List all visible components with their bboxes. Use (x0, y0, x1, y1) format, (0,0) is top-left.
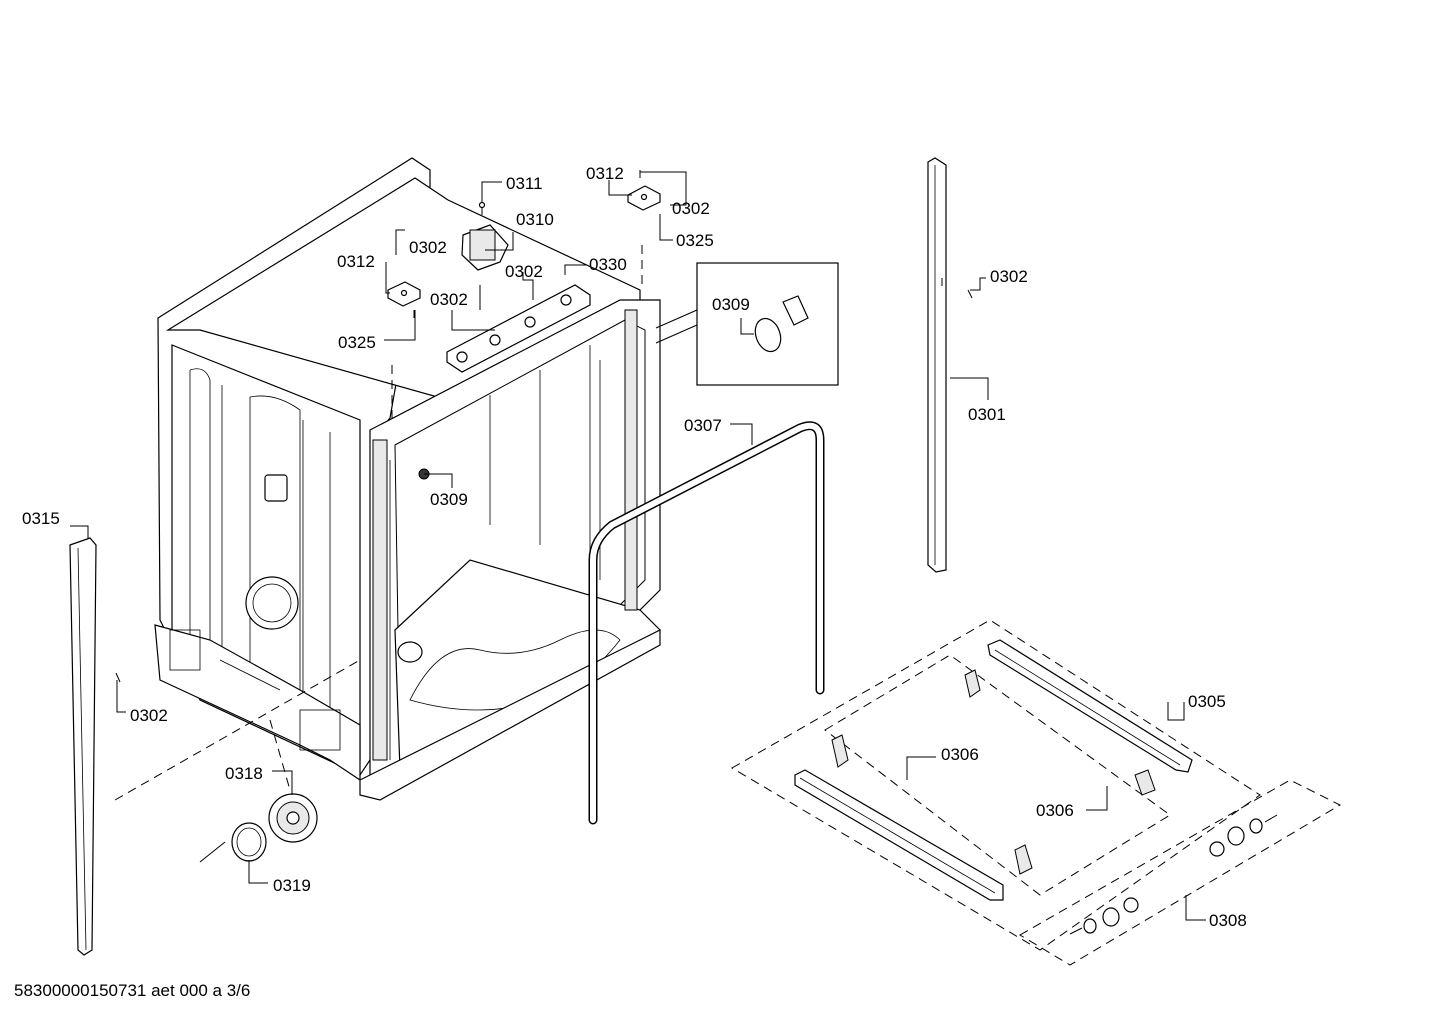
label-0306-a: 0306 (941, 745, 979, 764)
dishwasher-tub (154, 157, 661, 801)
label-0315: 0315 (22, 509, 60, 528)
mounting-rail-0330 (446, 284, 591, 373)
bracket-0312-top (627, 170, 661, 222)
side-strip-0301 (927, 157, 973, 573)
label-0325-left: 0325 (338, 333, 376, 352)
label-0307: 0307 (684, 416, 722, 435)
label-0308: 0308 (1209, 911, 1247, 930)
side-strip-0315 (69, 537, 121, 956)
label-0302-lowleft: 0302 (130, 706, 168, 725)
label-0301: 0301 (968, 405, 1006, 424)
label-0309-tub: 0309 (430, 490, 468, 509)
detail-box-0309 (655, 262, 839, 386)
hinge-bracket-0310 (461, 198, 509, 271)
label-0302-bracket2: 0302 (505, 262, 543, 281)
callout-labels: 0311 0310 0312 0302 0325 0312 0302 0325 … (22, 164, 1247, 930)
label-0312-top: 0312 (586, 164, 624, 183)
label-0305: 0305 (1188, 692, 1226, 711)
label-0312-left: 0312 (337, 252, 375, 271)
label-0302-left: 0302 (409, 238, 447, 257)
label-0318: 0318 (225, 764, 263, 783)
label-0319: 0319 (273, 876, 311, 895)
bracket-0312-left (387, 245, 421, 318)
seal-ring-0319 (231, 822, 267, 862)
label-0311: 0311 (506, 174, 543, 193)
leader-lines (70, 171, 1206, 921)
rail-assembly (731, 619, 1342, 966)
label-0310: 0310 (516, 210, 554, 229)
filter-cap-0318 (268, 793, 318, 843)
label-0325-top: 0325 (676, 231, 714, 250)
label-0302-top: 0302 (672, 199, 710, 218)
document-code: 58300000150731 aet 000 a 3/6 (14, 981, 251, 1000)
label-0306-b: 0306 (1036, 801, 1074, 820)
label-0309-detail: 0309 (712, 295, 750, 314)
label-0330: 0330 (589, 255, 627, 274)
label-0302-bracket1: 0302 (430, 290, 468, 309)
label-0302-right: 0302 (990, 267, 1028, 286)
